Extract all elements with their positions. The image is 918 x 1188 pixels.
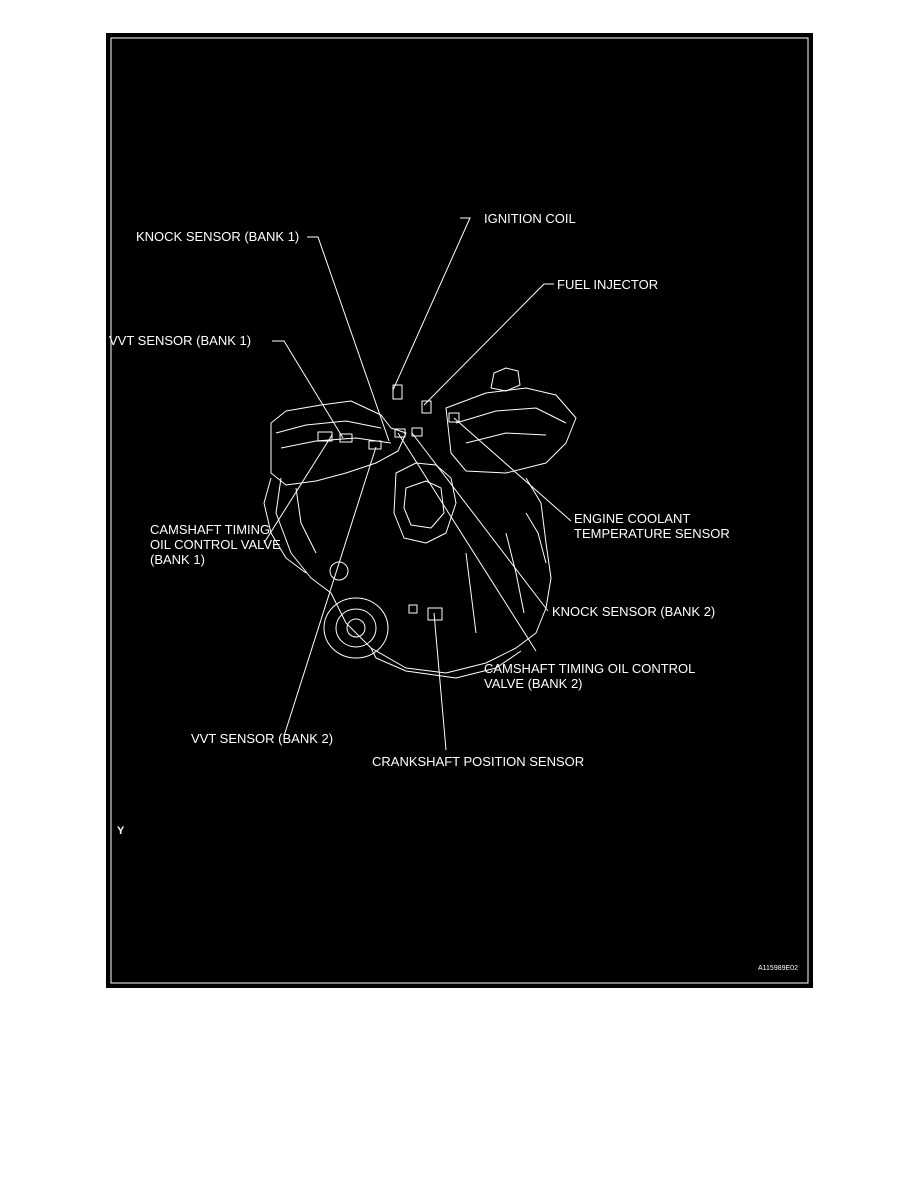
engine-diagram (110, 37, 809, 984)
engine-drawing (263, 367, 577, 679)
label-vvt-sensor-bank1: VVT SENSOR (BANK 1) (109, 333, 252, 348)
label-crankshaft-position-sensor: CRANKSHAFT POSITION SENSOR (372, 754, 585, 769)
engine-diagram-panel: IGNITION COIL KNOCK SENSOR (BANK 1) FUEL… (106, 33, 813, 988)
label-vvt-sensor-bank2: VVT SENSOR (BANK 2) (191, 731, 334, 746)
leader-lines (263, 217, 572, 751)
label-knock-sensor-bank2: KNOCK SENSOR (BANK 2) (552, 604, 716, 619)
label-knock-sensor-bank1: KNOCK SENSOR (BANK 1) (136, 229, 300, 244)
label-camshaft-timing-ocv-bank1: CAMSHAFT TIMING OIL CONTROL VALVE (BANK … (150, 522, 281, 567)
label-camshaft-timing-ocv-bank2: CAMSHAFT TIMING OIL CONTROL VALVE (BANK … (484, 661, 696, 691)
side-mark: Y (117, 825, 125, 837)
label-fuel-injector: FUEL INJECTOR (557, 277, 659, 292)
inner-frame (110, 37, 809, 984)
figure-id: A115989E02 (758, 965, 798, 972)
label-engine-coolant-temperature-sensor: ENGINE COOLANT TEMPERATURE SENSOR (574, 511, 730, 541)
label-ignition-coil: IGNITION COIL (484, 211, 576, 226)
